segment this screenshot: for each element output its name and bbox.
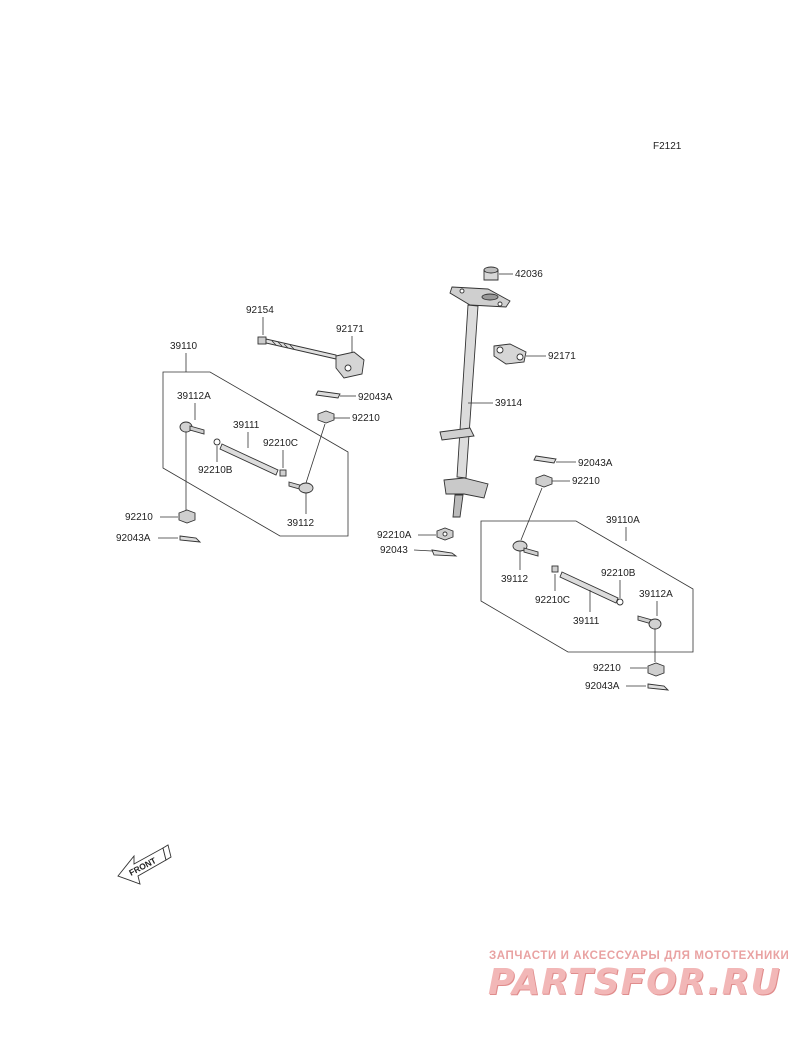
tie-rod-shaft-39111-left bbox=[219, 443, 279, 476]
label-92043A-left-bottom: 92043A bbox=[116, 533, 151, 544]
shaft-upper-plate bbox=[449, 286, 511, 308]
diagram-code: F2121 bbox=[653, 141, 682, 152]
watermark-caption: ЗАПЧАСТИ И АКСЕССУАРЫ ДЛЯ МОТОТЕХНИКИ bbox=[489, 950, 790, 962]
tie-rod-assembly-39110: 39110 39112A 39111 92210B 92210C 39112 9… bbox=[116, 341, 393, 544]
label-92210C-right: 92210C bbox=[535, 595, 570, 606]
stud-line-right bbox=[520, 487, 543, 541]
label-39112-right: 39112 bbox=[501, 574, 529, 585]
label-92171-right: 92171 bbox=[548, 351, 576, 362]
label-92154: 92154 bbox=[246, 305, 274, 316]
leader-92043 bbox=[413, 549, 433, 552]
assembly-frame-39110A bbox=[480, 520, 694, 653]
nut-92210C-left bbox=[279, 469, 287, 477]
label-39111-left: 39111 bbox=[233, 420, 260, 431]
label-92171-left: 92171 bbox=[336, 324, 364, 335]
label-92043A-right-bottom: 92043A bbox=[585, 681, 620, 692]
assembly-frame-39110 bbox=[162, 371, 349, 537]
bushing-42036 bbox=[483, 266, 499, 281]
tie-rod-shaft-39111-right bbox=[559, 571, 619, 604]
label-39112-left: 39112 bbox=[287, 518, 315, 529]
nut-92210-left-top bbox=[317, 410, 335, 424]
label-92043: 92043 bbox=[380, 545, 408, 556]
steering-shaft-39114 bbox=[439, 304, 489, 518]
front-arrow-icon: FRONT bbox=[117, 844, 172, 885]
tie-rod-end-39112-left bbox=[288, 481, 314, 494]
nut-92210-right-bottom bbox=[647, 662, 665, 677]
label-39112A-right: 39112A bbox=[639, 589, 673, 600]
cotter-pin-92043A-right-bottom bbox=[647, 683, 670, 691]
label-39110: 39110 bbox=[170, 341, 198, 352]
cotter-pin-92043A-right-top bbox=[533, 455, 557, 464]
tie-rod-end-39112A-left bbox=[179, 421, 205, 435]
label-39110A: 39110A bbox=[606, 515, 640, 526]
cotter-pin-92043 bbox=[431, 549, 458, 557]
label-92210C-left: 92210C bbox=[263, 438, 298, 449]
tie-rod-end-39112-right bbox=[512, 540, 539, 557]
label-92210A: 92210A bbox=[377, 530, 412, 541]
label-92210-right-bottom: 92210 bbox=[593, 663, 621, 674]
cotter-pin-92043A-left-bottom bbox=[179, 535, 202, 543]
nut-92210-right-top bbox=[535, 474, 553, 488]
label-92210-left-top: 92210 bbox=[352, 413, 380, 424]
clamp-92171-right bbox=[493, 343, 527, 365]
label-39114: 39114 bbox=[495, 398, 523, 409]
label-42036: 42036 bbox=[515, 269, 543, 280]
nut-92210C-right bbox=[551, 565, 559, 573]
label-92043A-left-top: 92043A bbox=[358, 392, 393, 403]
tie-rod-end-39112A-right bbox=[637, 615, 662, 630]
tie-rod-assembly-39110A: 92043A 92210 39110A 39112 92210C 39111 9… bbox=[480, 455, 694, 692]
label-92043A-right-top: 92043A bbox=[578, 458, 613, 469]
cotter-pin-92043A-left-top bbox=[315, 390, 341, 399]
label-92210B-right: 92210B bbox=[601, 568, 636, 579]
label-39112A-left: 39112A bbox=[177, 391, 211, 402]
watermark-brand: PARTSFOR.RU bbox=[488, 962, 781, 1003]
label-92210B-left: 92210B bbox=[198, 465, 233, 476]
nut-92210-left-bottom bbox=[178, 509, 196, 524]
clamp-92171-left bbox=[335, 351, 365, 379]
label-92210-right-top: 92210 bbox=[572, 476, 600, 487]
stud-line-left bbox=[305, 423, 326, 484]
nut-92210A bbox=[436, 527, 454, 541]
nut-92210B-left bbox=[213, 438, 221, 446]
steering-clamp-group-left: 92154 92171 bbox=[246, 305, 365, 379]
label-39111-right: 39111 bbox=[573, 616, 600, 627]
bolt-92154 bbox=[257, 336, 337, 360]
nut-92210B-right bbox=[616, 598, 624, 606]
label-92210-left-bottom: 92210 bbox=[125, 512, 153, 523]
steering-shaft-assembly: 42036 39114 92171 bbox=[377, 266, 576, 557]
